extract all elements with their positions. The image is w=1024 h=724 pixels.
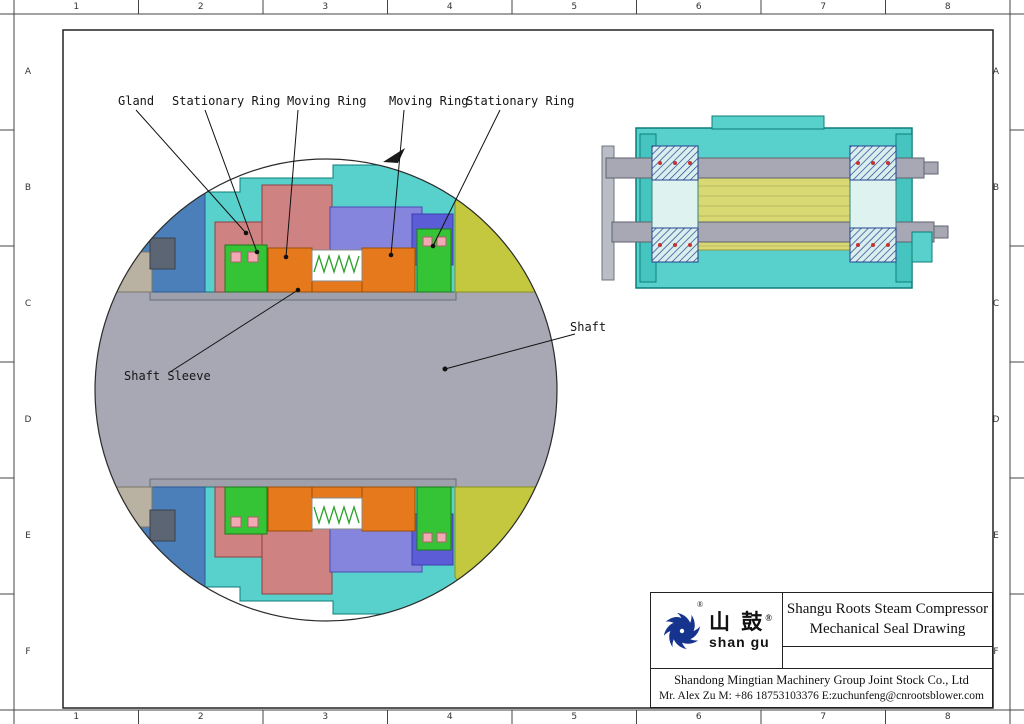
zone-label: B [24,183,32,193]
drawing-title-cell: Shangu Roots Steam Compressor Mechanical… [783,593,992,668]
zone-label: C [24,299,32,309]
bearing-assembly-right [849,145,897,263]
leader-line [169,289,299,373]
leader-line [432,109,501,247]
zone-label: D [24,415,32,425]
zone-band-top: 1 2 3 4 5 6 7 8 [14,0,1010,14]
zone-label: 4 [446,2,453,12]
zone-label: 4 [446,712,453,722]
label-stationary-ring-right: Stationary Ring [466,94,574,108]
shaft-section [95,287,557,488]
zone-label: F [993,647,999,657]
logo-romanized-text: shan gu [709,634,770,651]
company-logo: ® 山 鼓® [651,593,783,668]
mechanical-seal-detail-view [94,158,558,622]
zone-label: 5 [571,2,578,12]
zone-label: 1 [73,712,80,722]
zone-label: 3 [322,712,329,722]
zone-label: F [25,647,31,657]
label-shaft-sleeve: Shaft Sleeve [124,369,211,383]
zone-label: 6 [695,712,702,722]
zone-label: 2 [197,712,204,722]
compressor-overview-drawing [601,115,949,289]
zone-label: E [25,531,31,541]
label-shaft: Shaft [570,320,606,334]
leader-line [285,109,299,258]
leader-line [135,109,247,234]
registered-mark: ® [697,600,704,609]
zone-band-left: A B C D E F [14,14,42,710]
contact-info: Mr. Alex Zu M: +86 18753103376 E:zuchunf… [659,689,984,702]
label-moving-ring-left: Moving Ring [287,94,366,108]
leader-line [204,109,258,253]
company-name: Shandong Mingtian Machinery Group Joint … [674,673,969,687]
zone-band-right: A B C D E F [982,14,1010,710]
zone-label: 6 [695,2,702,12]
leader-lines [135,109,576,373]
zone-label: 7 [820,2,827,12]
bearing-assembly-left [651,145,699,263]
zone-label: 2 [197,2,204,12]
drawing-title-line2: Mechanical Seal Drawing [809,620,966,637]
zone-label: 7 [820,712,827,722]
zone-label: E [993,531,999,541]
zone-label: B [992,183,1000,193]
zone-label: 5 [571,712,578,722]
label-gland: Gland [118,94,154,108]
pinwheel-logo-icon [663,612,701,649]
title-block: ® 山 鼓® [650,592,993,708]
zone-label: A [24,67,32,77]
zone-label: A [992,67,1000,77]
section-arrow-icon [383,148,405,163]
detail-circle-border [94,158,558,622]
registered-mark: ® [765,612,772,623]
label-moving-ring-right: Moving Ring [389,94,468,108]
compressor-top-flange [711,115,825,130]
detail-labels: Gland Stationary Ring Moving Ring Moving… [118,94,606,383]
zone-label: D [992,415,1000,425]
label-stationary-ring-left: Stationary Ring [172,94,280,108]
company-info-cell: Shandong Mingtian Machinery Group Joint … [651,669,992,707]
zone-label: 8 [944,712,951,722]
zone-label: 1 [73,2,80,12]
zone-band-bottom: 1 2 3 4 5 6 7 8 [14,710,1010,724]
leader-line [444,333,576,370]
zone-label: C [992,299,1000,309]
zone-label: 8 [944,2,951,12]
drawing-title-line1: Shangu Roots Steam Compressor [786,601,989,617]
zone-label: 3 [322,2,329,12]
logo-chinese-text: 山 鼓 [709,609,766,634]
leader-line [390,109,405,256]
